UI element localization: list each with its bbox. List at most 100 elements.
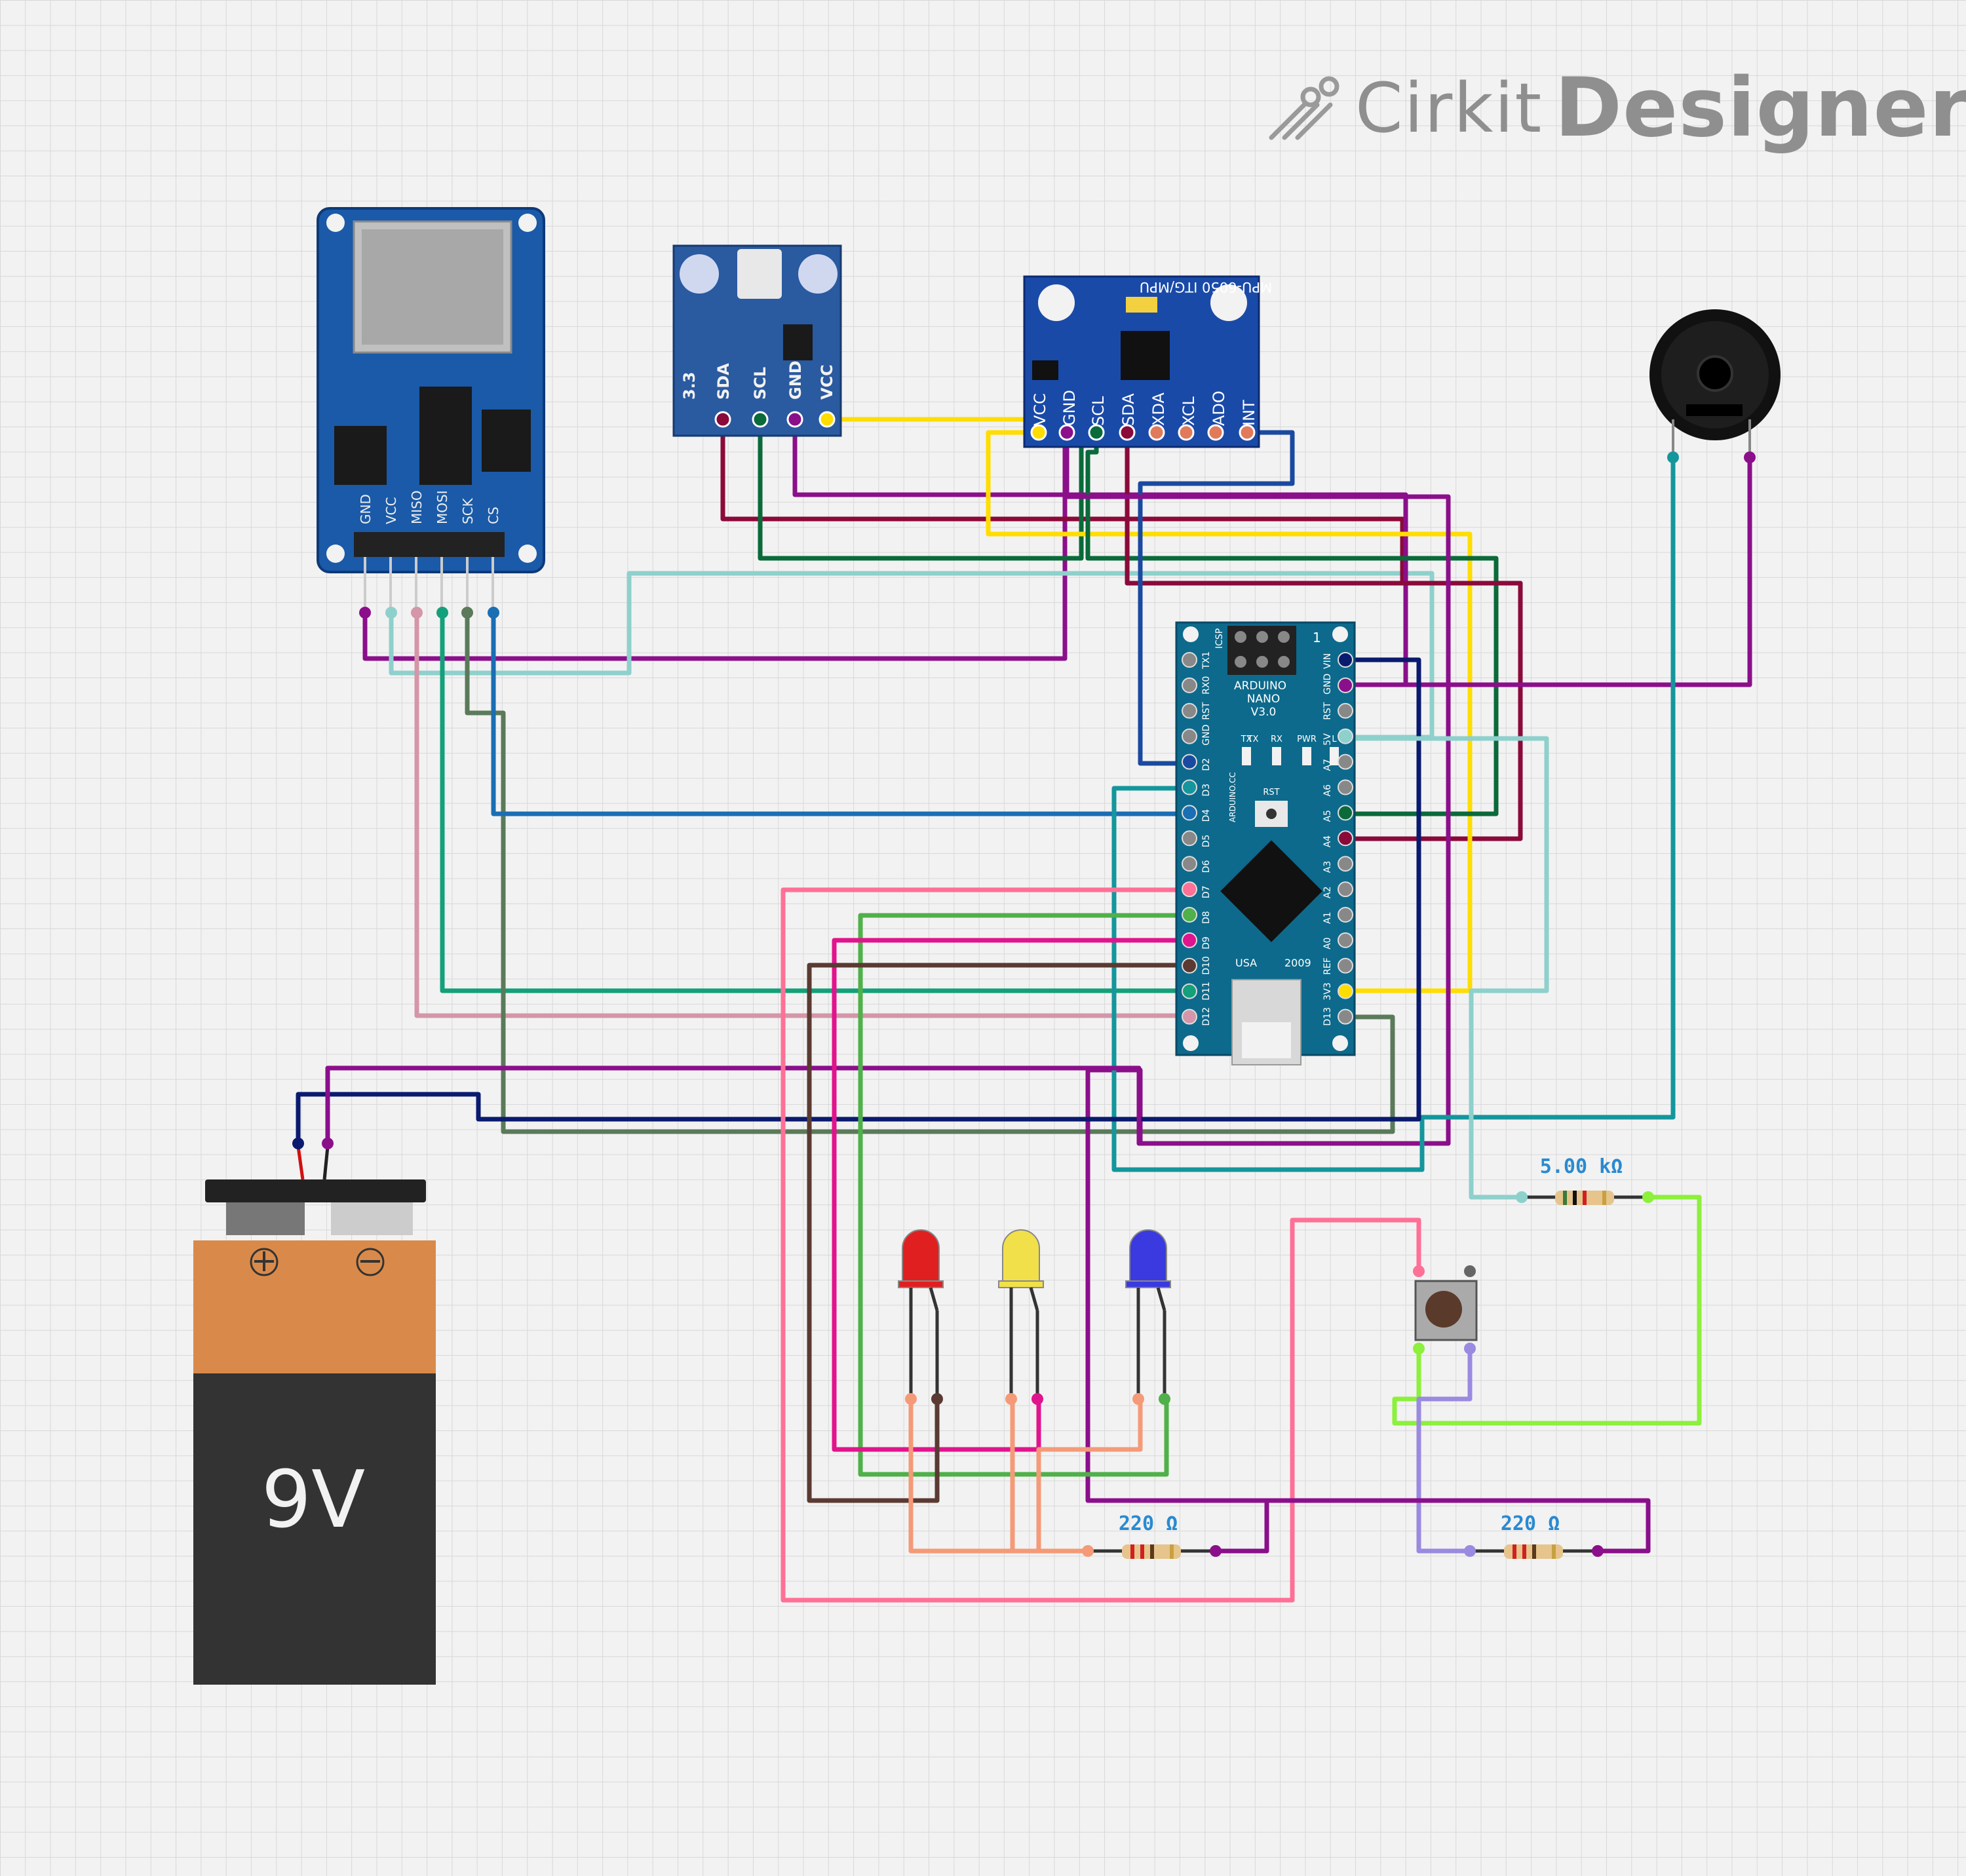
sd-pin-sck: SCK — [460, 497, 476, 524]
nano-label-r-a0: A0 — [1322, 937, 1333, 949]
nano-pin-r-3v3[interactable] — [1338, 983, 1353, 999]
nano-pin-d7[interactable] — [1182, 881, 1197, 898]
resistor-button-220[interactable]: 220 Ω — [1464, 1512, 1604, 1559]
wire-mpu-int[interactable] — [1138, 430, 1295, 766]
wire-d10-led[interactable] — [807, 963, 1192, 1503]
buzzer-pin-neg[interactable] — [1744, 451, 1756, 463]
led-2[interactable] — [1125, 1229, 1171, 1405]
nano-right-pins[interactable] — [1338, 652, 1353, 1025]
nano-pin-rst[interactable] — [1182, 702, 1197, 719]
nano-label-d6: D6 — [1201, 860, 1212, 873]
wire-led-cathodes[interactable] — [908, 1396, 1143, 1554]
wire-d7-button[interactable] — [781, 887, 1421, 1603]
led-1[interactable] — [998, 1229, 1044, 1405]
wire-d8-led[interactable] — [858, 913, 1192, 1477]
nano-pin-r-a1[interactable] — [1338, 907, 1353, 923]
nano-led-tx: TX — [1241, 735, 1252, 744]
nano-usa: USA — [1235, 957, 1257, 969]
nano-pin-r-gnd[interactable] — [1338, 677, 1353, 693]
nano-pin-d6[interactable] — [1182, 856, 1197, 872]
mpu-pin-heads[interactable] — [1030, 424, 1256, 441]
buzzer-pin-pos[interactable] — [1667, 451, 1679, 463]
wire-buzzer-pos[interactable] — [1111, 455, 1676, 1172]
bmp-module[interactable]: 3.3 SDA SCL GND VCC — [672, 244, 842, 437]
nano-pin-d11[interactable] — [1182, 983, 1197, 999]
nano-pin-r-a2[interactable] — [1338, 881, 1353, 898]
nano-label-d10: D10 — [1201, 956, 1212, 975]
nano-pin-d8[interactable] — [1182, 907, 1197, 923]
nano-pin-d10[interactable] — [1182, 957, 1197, 974]
wire-bmp-scl[interactable] — [758, 417, 1084, 561]
bmp-pin-heads[interactable] — [714, 411, 836, 428]
wire-batt-gnd[interactable] — [325, 1065, 1408, 1146]
nano-label-r-a1: A1 — [1322, 912, 1333, 924]
nano-led-rx: RX — [1271, 735, 1282, 744]
wire-mpu-sda[interactable] — [1125, 430, 1523, 586]
nano-pin-gnd[interactable] — [1182, 728, 1197, 744]
nano-pin-r-vin[interactable] — [1338, 652, 1353, 668]
mpu-pin-int: INT — [1240, 400, 1258, 426]
nano-pin-rx0[interactable] — [1182, 677, 1197, 693]
nano-label-r-a7: A7 — [1322, 759, 1333, 771]
buzzer[interactable] — [1649, 309, 1781, 463]
battery-9v[interactable]: + − 9V — [193, 1138, 436, 1685]
nano-pin-r-a3[interactable] — [1338, 856, 1353, 872]
nano-label-r-vin: VIN — [1322, 653, 1333, 669]
battery-pin-neg[interactable] — [322, 1138, 334, 1149]
wire-sd-sck[interactable] — [465, 610, 1395, 1134]
nano-label-d7: D7 — [1201, 885, 1212, 898]
wire-sd-gnd[interactable] — [362, 430, 1068, 661]
led-0[interactable] — [898, 1229, 944, 1405]
nano-pin-r-a4[interactable] — [1338, 830, 1353, 847]
nano-pin-d9[interactable] — [1182, 932, 1197, 948]
nano-pin-r-a6[interactable] — [1338, 779, 1353, 795]
wire-buzzer-neg[interactable] — [1343, 455, 1752, 687]
wire-vin[interactable] — [296, 657, 1421, 1146]
nano-left-pins[interactable] — [1182, 652, 1197, 1025]
nano-pin-d4[interactable] — [1182, 805, 1197, 821]
sd-card-module[interactable]: GND VCC MISO MOSI SCK CS — [317, 207, 545, 619]
nano-pin-tx1[interactable] — [1182, 652, 1197, 668]
nano-label-d3: D3 — [1201, 784, 1212, 797]
push-button[interactable] — [1413, 1265, 1478, 1354]
led-group[interactable] — [898, 1229, 1171, 1405]
wire-bmp-sda[interactable] — [720, 417, 1523, 841]
sd-pin-heads[interactable] — [359, 607, 499, 619]
nano-label-d8: D8 — [1201, 911, 1212, 924]
nano-title-3: V3.0 — [1251, 706, 1277, 719]
battery-label: 9V — [261, 1455, 365, 1546]
nano-label-d9: D9 — [1201, 936, 1212, 949]
wire-button-res[interactable] — [1416, 1346, 1473, 1554]
nano-label-r-a4: A4 — [1322, 835, 1333, 848]
nano-pin-d5[interactable] — [1182, 830, 1197, 847]
wire-btnres-gnd[interactable] — [1111, 1498, 1651, 1554]
nano-pin-r-a0[interactable] — [1338, 932, 1353, 948]
wire-d9-led[interactable] — [832, 938, 1192, 1452]
mpu-module[interactable]: MPU-6050 ITG/MPU VCC GND SCL SDA XDA XCL… — [1023, 275, 1272, 448]
nano-pin-r-d13[interactable] — [1338, 1008, 1353, 1025]
nano-label-rx0: RX0 — [1201, 676, 1212, 695]
resistor-led-label: 220 Ω — [1119, 1512, 1178, 1535]
nano-led-pwr: PWR — [1297, 735, 1317, 744]
nano-pin-d12[interactable] — [1182, 1008, 1197, 1025]
wire-sd-mosi[interactable] — [440, 610, 1192, 993]
brand-logo: Cirkit Designer — [1265, 59, 1966, 157]
wire-pullup-5v[interactable] — [1343, 736, 1549, 1200]
arduino-nano[interactable]: ICSP 1 ARDUINO NANO V3.0 TX TX TX TX TX — [1175, 621, 1356, 1065]
nano-pin-d3[interactable] — [1182, 779, 1197, 795]
nano-pin-r-a5[interactable] — [1338, 805, 1353, 821]
battery-pin-pos[interactable] — [292, 1138, 304, 1149]
nano-pin-d2[interactable] — [1182, 754, 1197, 770]
nano-pin-r-5v[interactable] — [1338, 728, 1353, 744]
wire-sd-cs[interactable] — [491, 610, 1192, 816]
wire-sd-miso[interactable] — [414, 610, 1192, 1018]
wire-mpu-scl[interactable] — [1085, 430, 1499, 816]
nano-pin-r-rst[interactable] — [1338, 702, 1353, 719]
nano-label-r-rst: RST — [1322, 702, 1333, 720]
sd-pin-labels: GND VCC MISO MOSI SCK CS — [358, 490, 501, 524]
nano-pin-r-a7[interactable] — [1338, 754, 1353, 770]
resistor-led-220[interactable]: 220 Ω — [1082, 1512, 1222, 1559]
nano-pin-r-ref[interactable] — [1338, 957, 1353, 974]
resistor-pullup-5k[interactable]: 5.00 kΩ — [1516, 1155, 1654, 1205]
